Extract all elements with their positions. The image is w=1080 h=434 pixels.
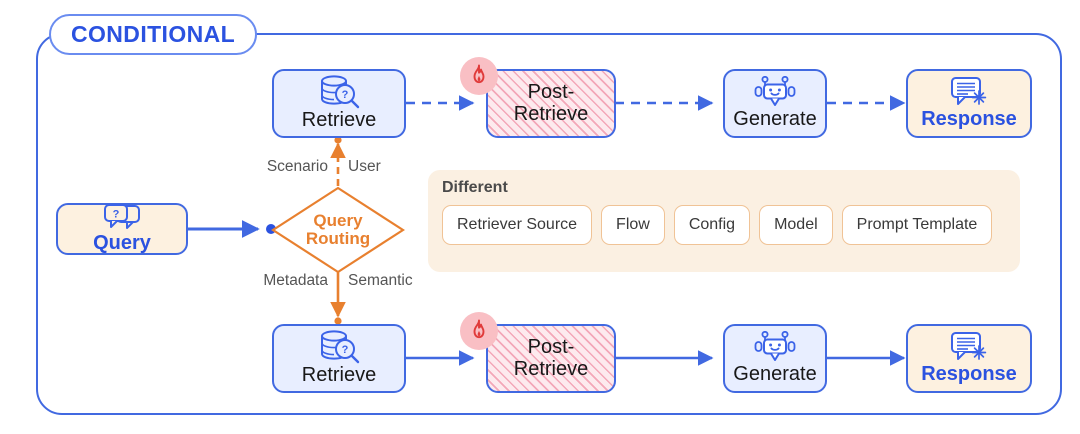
response-bubble-sparkle-icon xyxy=(946,76,992,108)
query-routing-diamond[interactable]: Query Routing xyxy=(271,186,405,274)
node-query[interactable]: ? Query xyxy=(56,203,188,255)
question-speech-bubbles-icon: ? xyxy=(101,203,143,232)
frame-title: CONDITIONAL xyxy=(49,14,258,55)
node-bottom-post-retrieve[interactable]: Post- Retrieve xyxy=(486,324,616,393)
node-top-generate[interactable]: Generate xyxy=(723,69,827,138)
response-bubble-sparkle-icon xyxy=(946,331,992,363)
node-query-label: Query xyxy=(93,231,151,254)
node-top-generate-label: Generate xyxy=(733,108,817,131)
node-bottom-retrieve[interactable]: ? Retrieve xyxy=(272,324,406,393)
database-search-icon: ? xyxy=(316,330,362,364)
svg-text:?: ? xyxy=(342,89,349,101)
edge-label-metadata: Metadata xyxy=(263,272,328,289)
chip-config[interactable]: Config xyxy=(673,205,751,245)
node-bottom-post-retrieve-label: Post- Retrieve xyxy=(513,336,589,380)
node-top-response-label: Response xyxy=(921,108,1017,131)
node-top-retrieve[interactable]: ? Retrieve xyxy=(272,69,406,138)
node-bottom-generate-label: Generate xyxy=(733,363,817,386)
edge-label-semantic: Semantic xyxy=(348,272,413,289)
different-panel: Different Retriever Source Flow Config M… xyxy=(428,170,1020,272)
edge-label-scenario: Scenario xyxy=(266,158,328,175)
node-bottom-response-label: Response xyxy=(921,363,1017,386)
flame-icon-top xyxy=(460,57,498,95)
database-search-icon: ? xyxy=(316,75,362,109)
different-panel-title: Different xyxy=(442,179,508,196)
chip-flow[interactable]: Flow xyxy=(601,205,665,245)
svg-text:?: ? xyxy=(342,344,349,356)
chip-retriever-source[interactable]: Retriever Source xyxy=(442,205,593,245)
flame-icon xyxy=(473,319,485,339)
node-top-response[interactable]: Response xyxy=(906,69,1032,138)
flame-icon-bottom xyxy=(460,312,498,350)
conditional-frame xyxy=(36,33,1062,415)
different-chip-list: Retriever Source Flow Config Model Promp… xyxy=(442,205,1008,245)
chip-prompt-template[interactable]: Prompt Template xyxy=(841,205,993,245)
node-bottom-retrieve-label: Retrieve xyxy=(301,364,377,387)
svg-text:?: ? xyxy=(113,208,120,220)
chip-model[interactable]: Model xyxy=(759,205,833,245)
node-bottom-generate[interactable]: Generate xyxy=(723,324,827,393)
flame-icon xyxy=(473,64,485,84)
robot-face-icon xyxy=(753,76,797,108)
node-top-retrieve-label: Retrieve xyxy=(301,109,377,132)
edge-label-user: User xyxy=(348,158,381,175)
query-routing-label: Query Routing xyxy=(305,210,371,248)
node-bottom-response[interactable]: Response xyxy=(906,324,1032,393)
node-top-post-retrieve-label: Post- Retrieve xyxy=(513,81,589,125)
robot-face-icon xyxy=(753,331,797,363)
node-top-post-retrieve[interactable]: Post- Retrieve xyxy=(486,69,616,138)
